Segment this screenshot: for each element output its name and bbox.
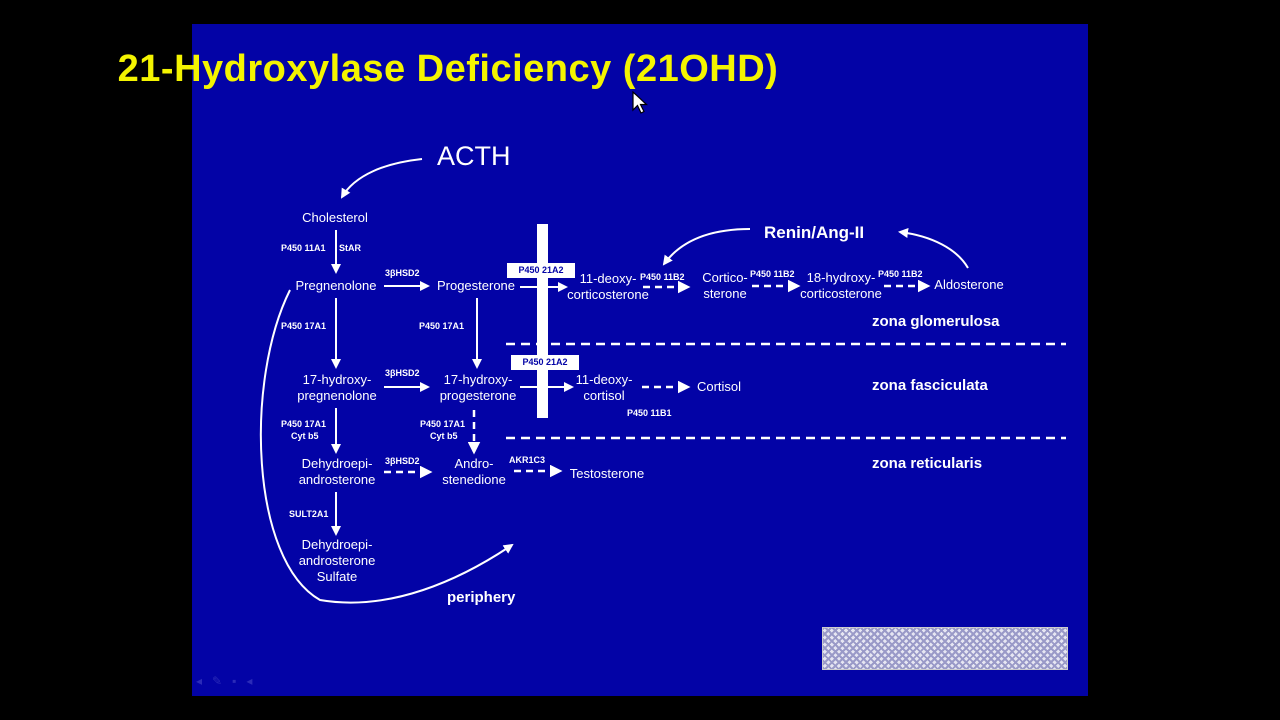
enzyme-3bhsd2-1: 3βHSD2 bbox=[385, 268, 420, 278]
p450-21a2-block-mid: P450 21A2 bbox=[511, 355, 579, 370]
watermark-logo bbox=[822, 627, 1068, 670]
node-17ohpreg-line2: pregnenolone bbox=[297, 388, 377, 403]
enzyme-p450-17a1-left: P450 17A1 bbox=[281, 321, 327, 331]
node-deoxycortisol-line2: cortisol bbox=[583, 388, 625, 403]
enzyme-sult2a1: SULT2A1 bbox=[289, 509, 329, 519]
enzyme-cyt-b5-mid: Cyt b5 bbox=[430, 431, 458, 441]
enzyme-p450-11a1: P450 11A1 bbox=[281, 243, 326, 253]
enzyme-p450-17a1-mid: P450 17A1 bbox=[419, 321, 465, 331]
p450-21a2-block-top: P450 21A2 bbox=[507, 263, 575, 278]
acth-label: ACTH bbox=[437, 141, 511, 171]
renin-label: Renin/Ang-II bbox=[764, 223, 865, 242]
node-corticosterone-line2: sterone bbox=[703, 286, 747, 301]
arrow-periphery bbox=[259, 289, 514, 604]
slide bbox=[192, 24, 1088, 696]
node-corticosterone-line1: Cortico- bbox=[702, 270, 748, 285]
node-androstenedione-line2: stenedione bbox=[442, 472, 506, 487]
enzyme-p450-11b1: P450 11B1 bbox=[627, 408, 672, 418]
enzyme-p450-11b2-1: P450 11B2 bbox=[640, 272, 685, 282]
node-dhea-line2: androsterone bbox=[298, 472, 376, 487]
node-doc-line1: 11-deoxy- bbox=[579, 271, 637, 286]
node-pregnenolone: Pregnenolone bbox=[295, 278, 377, 293]
node-dhea-line1: Dehydroepi- bbox=[301, 456, 373, 471]
node-testosterone: Testosterone bbox=[569, 466, 645, 481]
node-deoxycortisol-line1: 11-deoxy- bbox=[575, 372, 633, 387]
node-17ohprog-line1: 17-hydroxy- bbox=[443, 372, 513, 387]
arrow-renin-left bbox=[662, 228, 751, 266]
zone-reticularis: zona reticularis bbox=[872, 455, 983, 472]
enzyme-p450-17a1-mid-2: P450 17A1 bbox=[420, 419, 466, 429]
periphery-label: periphery bbox=[447, 589, 516, 606]
enzyme-cyt-b5-left: Cyt b5 bbox=[291, 431, 319, 441]
node-18oh-line2: corticosterone bbox=[800, 286, 882, 301]
enzyme-akr1c3: AKR1C3 bbox=[509, 455, 546, 465]
arrow-acth bbox=[340, 158, 423, 199]
node-cholesterol: Cholesterol bbox=[302, 210, 368, 225]
node-17ohprog-line2: progesterone bbox=[439, 388, 517, 403]
enzyme-p450-11b2-3: P450 11B2 bbox=[878, 269, 923, 279]
node-aldosterone: Aldosterone bbox=[934, 277, 1004, 292]
node-doc-line2: corticosterone bbox=[567, 287, 649, 302]
node-dheas-line2: androsterone bbox=[298, 553, 376, 568]
node-cortisol: Cortisol bbox=[696, 379, 742, 394]
node-dheas-line3: Sulfate bbox=[316, 569, 358, 584]
slide-control-icons[interactable]: ◂✎▪◂ bbox=[196, 674, 263, 688]
node-androstenedione-line1: Andro- bbox=[454, 456, 494, 471]
node-progesterone: Progesterone bbox=[436, 278, 516, 293]
arrow-renin-right bbox=[898, 228, 969, 269]
node-dheas-line1: Dehydroepi- bbox=[301, 537, 373, 552]
enzyme-p450-11b2-2: P450 11B2 bbox=[750, 269, 795, 279]
node-18oh-line1: 18-hydroxy- bbox=[806, 270, 876, 285]
enzyme-star: StAR bbox=[339, 243, 361, 253]
enzyme-block-bar bbox=[537, 224, 548, 418]
zone-fasciculata: zona fasciculata bbox=[872, 377, 988, 394]
mouse-cursor-icon bbox=[632, 91, 649, 114]
enzyme-3bhsd2-3: 3βHSD2 bbox=[385, 456, 420, 466]
slide-title: 21-Hydroxylase Deficiency (21OHD) bbox=[117, 48, 779, 90]
zone-glomerulosa: zona glomerulosa bbox=[872, 313, 1000, 330]
enzyme-p450-17a1-left-2: P450 17A1 bbox=[281, 419, 327, 429]
enzyme-3bhsd2-2: 3βHSD2 bbox=[385, 368, 420, 378]
node-17ohpreg-line1: 17-hydroxy- bbox=[302, 372, 372, 387]
